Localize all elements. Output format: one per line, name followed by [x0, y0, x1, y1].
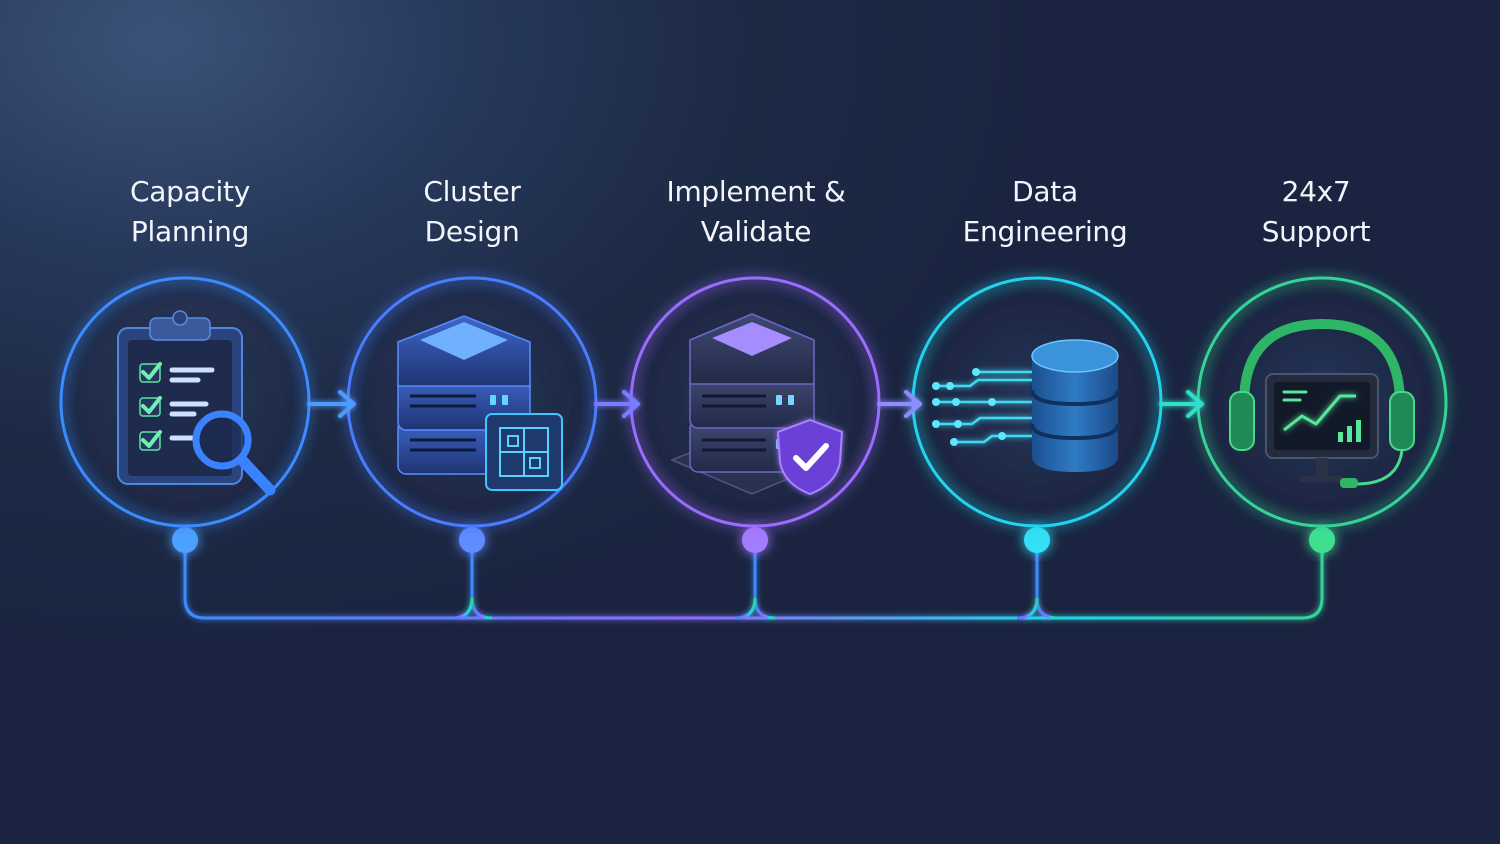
- step-label-cluster-design: Cluster Design: [342, 172, 602, 252]
- database-pipeline-icon: [932, 339, 1120, 472]
- flow-arrows: [307, 390, 1204, 418]
- step-title-line1: 24x7: [1281, 175, 1351, 208]
- timeline-node: [172, 527, 198, 553]
- headset-monitor-icon: [1229, 318, 1415, 488]
- step-title-line1: Implement &: [666, 175, 846, 208]
- timeline-node: [1024, 527, 1050, 553]
- timeline-node: [459, 527, 485, 553]
- timeline-node: [1309, 527, 1335, 553]
- step-title-line2: Support: [1261, 215, 1371, 248]
- step-label-data-engineering: Data Engineering: [915, 172, 1175, 252]
- timeline-node: [742, 527, 768, 553]
- timeline-bus: [183, 542, 1324, 620]
- step-title-line2: Design: [424, 215, 520, 248]
- step-title-line1: Data: [1012, 175, 1078, 208]
- step-title-line2: Engineering: [962, 215, 1128, 248]
- server-stack-blueprint-icon: [397, 315, 563, 491]
- step-label-implement-validate: Implement & Validate: [626, 172, 886, 252]
- arrow-right-icon: [877, 390, 922, 418]
- step-title-line2: Planning: [130, 215, 250, 248]
- step-label-capacity-planning: Capacity Planning: [60, 172, 320, 252]
- arrow-right-icon: [594, 390, 640, 418]
- step-title-line1: Capacity: [130, 175, 250, 208]
- clipboard-checklist-icon: [117, 310, 276, 496]
- arrow-right-icon: [1159, 390, 1204, 418]
- step-label-support: 24x7 Support: [1186, 172, 1446, 252]
- timeline-nodes: [172, 527, 1335, 553]
- step-title-line2: Validate: [700, 215, 812, 248]
- step-title-line1: Cluster: [423, 175, 521, 208]
- arrow-right-icon: [307, 390, 356, 418]
- server-shield-icon: [670, 313, 844, 496]
